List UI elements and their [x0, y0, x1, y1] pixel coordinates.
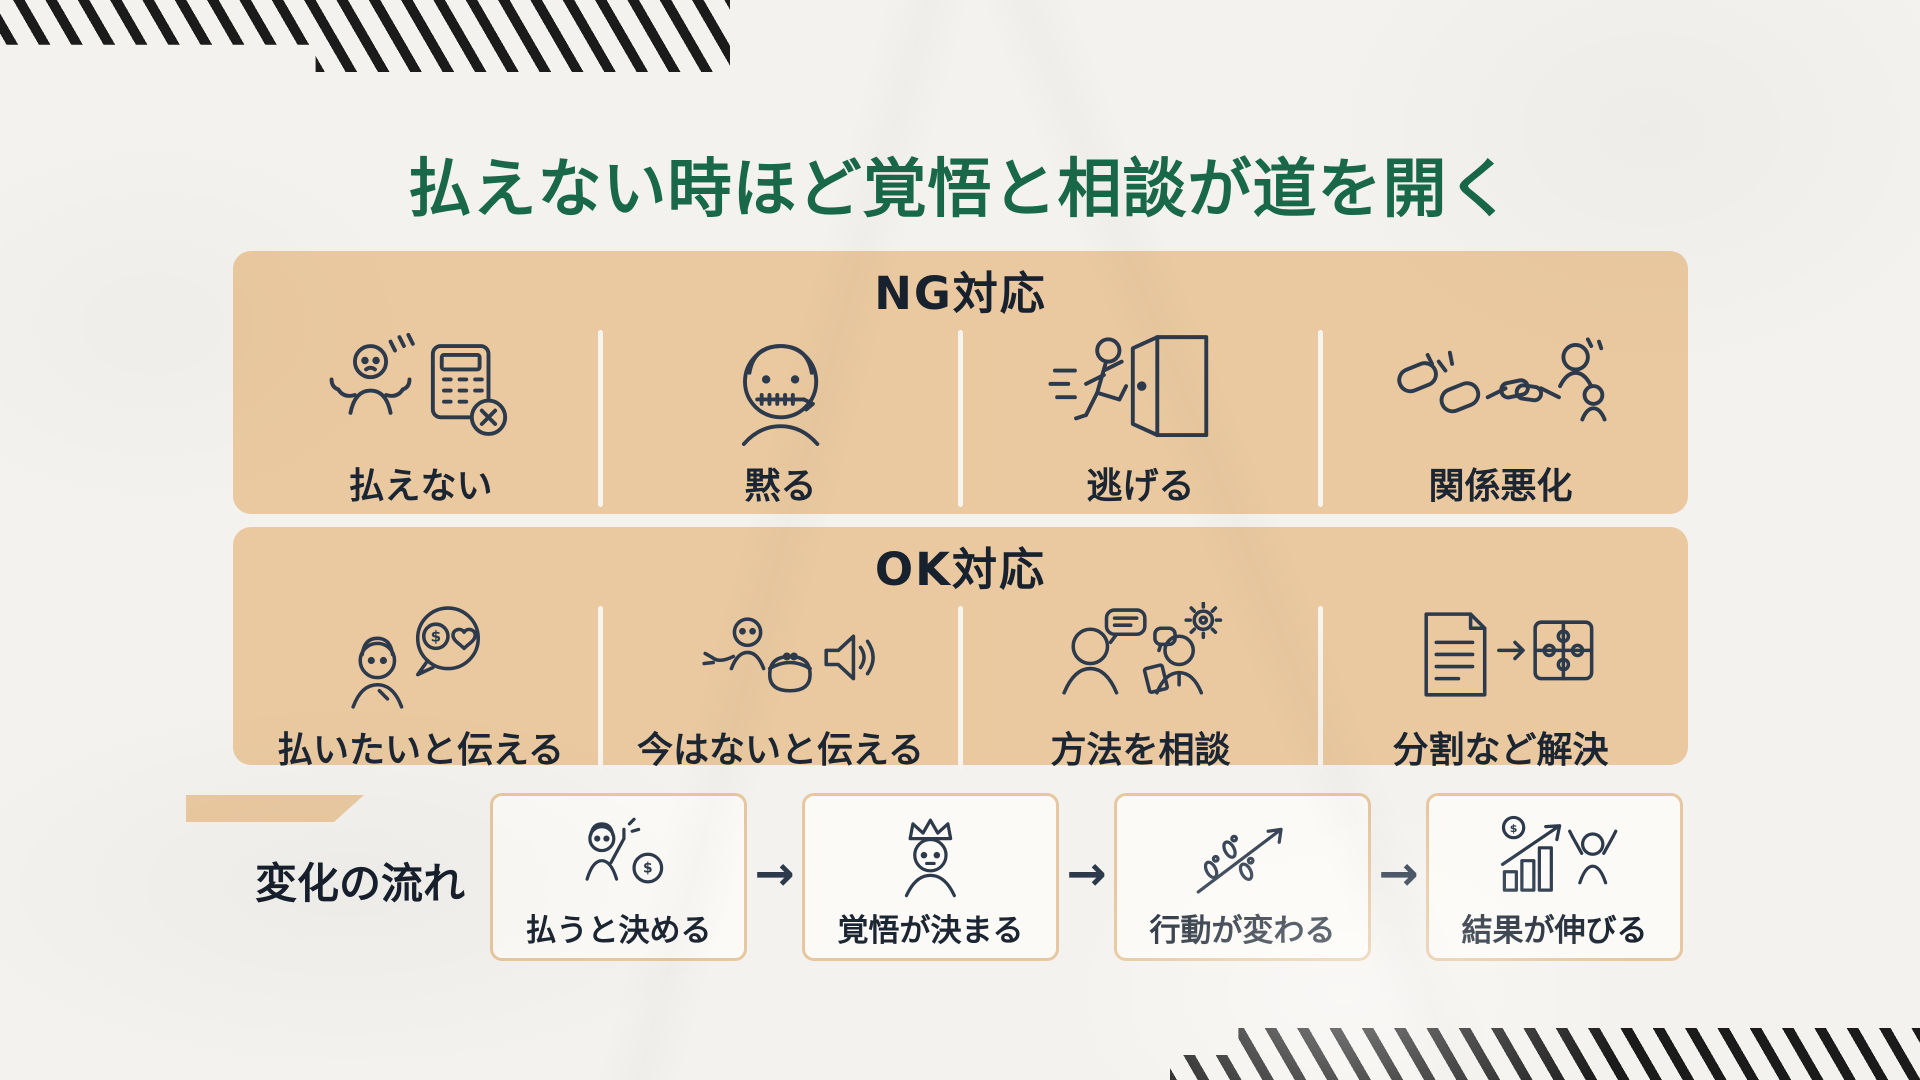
dollar-sign: $	[643, 861, 653, 877]
ok-item-label: 今はないと伝える	[637, 730, 924, 771]
flow-step-results-grow: $ 結果が伸びる	[1426, 793, 1683, 961]
flow-step-label: 結果が伸びる	[1461, 913, 1648, 949]
panel-divider	[598, 330, 603, 507]
ng-item-label: 逃げる	[1086, 466, 1195, 507]
ng-item-run-away: 逃げる	[963, 326, 1318, 521]
shrug-calculator-error-icon	[329, 332, 508, 436]
ok-item-label: 払いたいと伝える	[277, 730, 564, 771]
flow-step-label: 払うと決める	[525, 913, 712, 949]
panel-divider	[598, 606, 603, 771]
flow-arrow-icon: →	[1066, 846, 1107, 902]
footsteps-arrow-icon	[1196, 827, 1283, 894]
ok-panel: OK対応 $ 払いたいと伝える	[233, 527, 1688, 771]
ng-item-relationship-worsens: 関係悪化	[1323, 326, 1678, 521]
growth-chart-cheer-icon: $	[1500, 815, 1617, 892]
page-title: 払えない時ほど覚悟と相談が道を開く	[407, 153, 1513, 227]
decorative-hatch-top-left	[0, 0, 730, 72]
flow-step-label: 行動が変わる	[1149, 913, 1336, 949]
ng-panel: NG対応 払えない	[233, 251, 1688, 514]
ng-item-stay-silent: 黙る	[603, 326, 958, 521]
ok-panel-title: OK対応	[874, 543, 1047, 596]
panel-divider	[958, 330, 963, 507]
ok-item-label: 分割など解決	[1392, 730, 1609, 771]
speech-money-heart-icon: $	[351, 606, 480, 709]
ng-panel-title: NG対応	[874, 267, 1047, 320]
broken-chain-handshake-icon	[1397, 337, 1607, 422]
panel-divider	[1318, 330, 1323, 507]
ok-item-consult-methods: 方法を相談	[963, 602, 1318, 785]
empty-purse-speaker-icon	[702, 617, 875, 693]
ng-item-label: 払えない	[348, 466, 493, 507]
panel-divider	[1318, 606, 1323, 771]
ng-item-cannot-pay: 払えない	[243, 326, 598, 521]
flow-accent-bar	[186, 795, 364, 822]
decide-pay-coin-icon: $	[585, 817, 664, 884]
ng-items-row: 払えない 黙る	[233, 322, 1688, 521]
dollar-sign: $	[1509, 822, 1517, 835]
flow-arrow-icon: →	[1378, 846, 1419, 902]
ok-item-resolve-installments: 分割など解決	[1323, 602, 1678, 785]
ok-item-label: 方法を相談	[1050, 730, 1231, 771]
flow-step-behavior-changes: 行動が変わる	[1114, 793, 1371, 961]
flow-section-label: 変化の流れ	[254, 859, 465, 908]
panel-divider	[958, 606, 963, 771]
flow-step-label: 覚悟が決まる	[837, 913, 1024, 949]
crown-resolve-icon	[904, 818, 957, 898]
flow-step-resolve-set: 覚悟が決まる	[802, 793, 1059, 961]
ok-item-say-not-now: 今はないと伝える	[603, 602, 958, 785]
zipped-mouth-icon	[741, 344, 820, 446]
flow-step-decide-to-pay: $ 払うと決める	[490, 793, 747, 961]
run-away-door-icon	[1048, 335, 1209, 438]
flow-arrow-icon: →	[754, 846, 795, 902]
ng-item-label: 黙る	[744, 466, 817, 507]
decorative-hatch-bottom-right	[1170, 1028, 1920, 1080]
document-to-puzzle-icon	[1424, 612, 1594, 697]
dollar-sign: $	[430, 627, 441, 645]
ng-item-label: 関係悪化	[1428, 466, 1573, 507]
ok-item-say-want-to-pay: $ 払いたいと伝える	[243, 602, 598, 785]
ok-items-row: $ 払いたいと伝える 今はないと伝える	[233, 598, 1688, 785]
discussion-gear-icon	[1062, 602, 1222, 695]
